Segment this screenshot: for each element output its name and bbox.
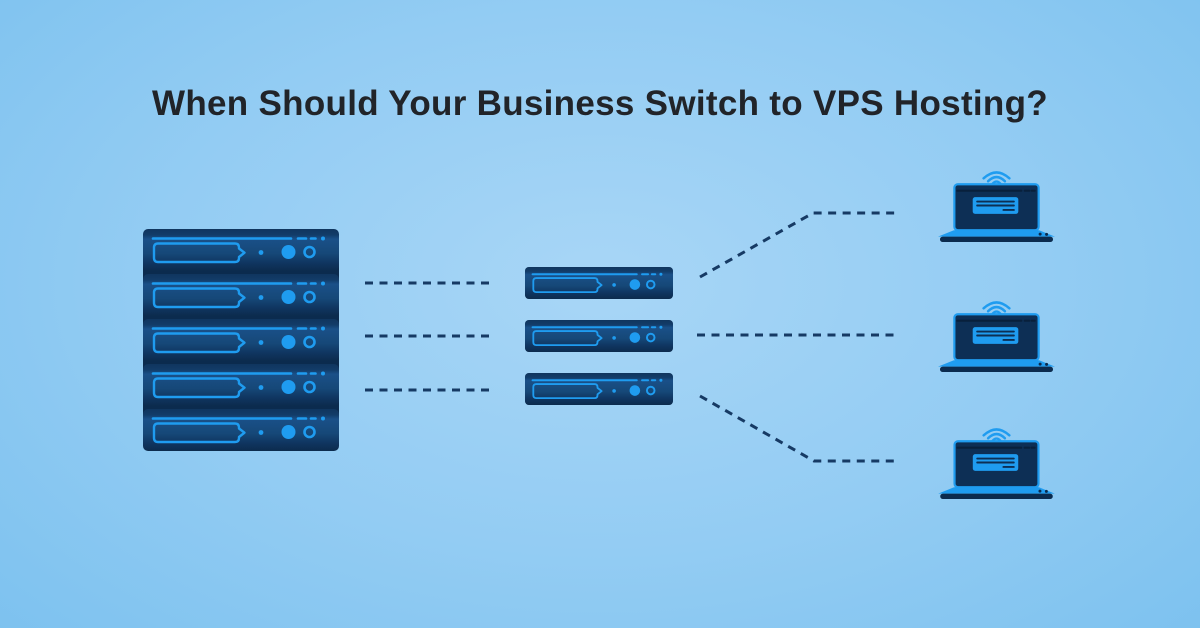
page-title: When Should Your Business Switch to VPS …	[152, 84, 1048, 123]
server-unit-icon	[143, 364, 339, 406]
laptop-wifi-icon	[938, 171, 1055, 244]
link-vps-laptop-1	[699, 211, 896, 279]
server-unit-icon	[143, 229, 339, 271]
laptop-wifi-icon	[938, 428, 1055, 501]
dedicated-server-rack	[143, 229, 339, 451]
server-unit-icon	[143, 274, 339, 316]
vps-server-icon	[525, 320, 673, 352]
laptop-wifi-icon	[938, 301, 1055, 374]
server-unit-icon	[143, 319, 339, 361]
vps-server-icon	[525, 267, 673, 299]
link-vps-laptop-3	[699, 394, 894, 463]
vps-server-icon	[525, 373, 673, 405]
server-unit-icon	[143, 409, 339, 451]
